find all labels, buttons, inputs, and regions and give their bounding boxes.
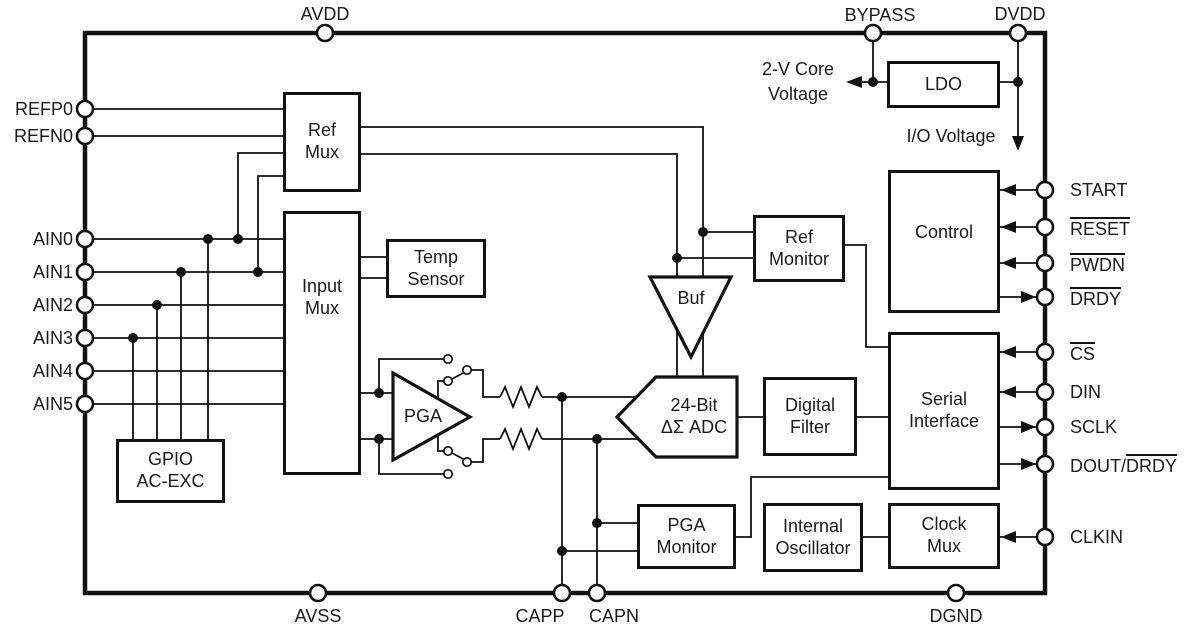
pin-label-drdy: DRDY xyxy=(1070,287,1122,309)
pin-refp0-terminal xyxy=(75,99,95,119)
pin-label-ain0: AIN0 xyxy=(32,229,73,249)
arrowheads xyxy=(846,76,1036,543)
pin-label-ain2: AIN2 xyxy=(32,295,73,315)
pin-label-bypass: BYPASS xyxy=(844,5,916,25)
block-ref-monitor: Ref Monitor xyxy=(753,215,845,282)
pin-label-dvdd: DVDD xyxy=(994,4,1046,24)
pin-label-ain5: AIN5 xyxy=(32,394,73,414)
pin-ain2-terminal xyxy=(75,295,95,315)
block-temp-sensor: Temp Sensor xyxy=(386,239,486,298)
pin-label-dout-drdy: DOUT/DRDY xyxy=(1070,454,1178,476)
block-control: Control xyxy=(888,170,1000,313)
pin-ain5-terminal xyxy=(75,394,95,414)
block-digital-filter: Digital Filter xyxy=(763,377,857,456)
dout-drdy-arrow xyxy=(1021,458,1036,470)
pin-ain0-terminal xyxy=(75,229,95,249)
start-arrow xyxy=(1001,184,1016,196)
adc-label: 24-Bit ΔΣ ADC xyxy=(660,395,728,437)
pin-label-avss: AVSS xyxy=(294,606,342,626)
pin-capp-terminal xyxy=(552,583,572,603)
block-internal-oscillator: Internal Oscillator xyxy=(763,503,863,572)
pin-label-start: START xyxy=(1070,180,1128,200)
io-voltage-annotation: I/O Voltage xyxy=(906,126,996,146)
pin-cs-terminal xyxy=(1035,342,1055,362)
pin-sclk-terminal xyxy=(1035,417,1055,437)
block-pga-monitor: PGA Monitor xyxy=(637,504,736,569)
pin-ain3-terminal xyxy=(75,328,95,348)
pga-triangle xyxy=(391,370,474,463)
pin-label-ain1: AIN1 xyxy=(32,262,73,282)
block-gpio-ac-exc: GPIO AC-EXC xyxy=(116,439,225,503)
pin-avss-terminal xyxy=(308,583,328,603)
pin-label-capp: CAPP xyxy=(515,606,565,626)
pin-dout-drdy-terminal xyxy=(1035,454,1055,474)
core-voltage-arrow xyxy=(846,76,862,88)
block-ref-mux: Ref Mux xyxy=(283,92,361,192)
drdy-arrow xyxy=(1021,291,1036,303)
adc-pentagon xyxy=(614,375,739,459)
block-ldo: LDO xyxy=(887,61,1000,108)
buf-label: Buf xyxy=(677,288,705,309)
sclk-arrow xyxy=(1021,421,1036,433)
resistor-bottom xyxy=(499,426,543,452)
din-arrow xyxy=(1001,386,1016,398)
pin-label-pwdn: PWDN xyxy=(1070,253,1125,275)
pin-din-terminal xyxy=(1035,382,1055,402)
pin-refn0-terminal xyxy=(75,126,95,146)
cs-arrow xyxy=(1001,346,1016,358)
buf-triangle xyxy=(647,275,734,361)
pin-dgnd-terminal xyxy=(946,583,966,603)
pin-label-dgnd: DGND xyxy=(929,606,983,626)
pin-capn-terminal xyxy=(587,583,607,603)
pin-reset-terminal xyxy=(1035,217,1055,237)
block-serial-interface: Serial Interface xyxy=(888,332,1000,490)
pwdn-arrow xyxy=(1001,257,1016,269)
pin-label-ain3: AIN3 xyxy=(32,328,73,348)
pin-label-ain4: AIN4 xyxy=(32,361,73,381)
clkin-arrow xyxy=(1001,531,1016,543)
pin-label-sclk: SCLK xyxy=(1070,417,1118,437)
pin-label-din: DIN xyxy=(1070,382,1101,402)
io-voltage-arrow xyxy=(1012,136,1024,151)
pin-ain4-terminal xyxy=(75,361,95,381)
reset-arrow xyxy=(1001,221,1016,233)
pin-label-refn0: REFN0 xyxy=(13,126,73,146)
pin-label-avdd: AVDD xyxy=(300,4,350,24)
core-voltage-annotation: 2-V Core Voltage xyxy=(761,59,835,104)
pin-label-refp0: REFP0 xyxy=(14,99,73,119)
pin-clkin-terminal xyxy=(1035,527,1055,547)
pin-avdd-terminal xyxy=(315,23,335,43)
block-input-mux: Input Mux xyxy=(283,211,361,475)
chopper-switches xyxy=(442,353,473,480)
pin-label-reset: RESET xyxy=(1070,217,1131,239)
pin-pwdn-terminal xyxy=(1035,253,1055,273)
pin-ain1-terminal xyxy=(75,262,95,282)
pin-drdy-terminal xyxy=(1035,287,1055,307)
pin-label-clkin: CLKIN xyxy=(1070,527,1124,547)
pga-label: PGA xyxy=(403,406,442,427)
pin-label-capn: CAPN xyxy=(588,606,639,626)
pin-label-cs: CS xyxy=(1070,342,1096,364)
block-clock-mux: Clock Mux xyxy=(888,503,1000,569)
pin-start-terminal xyxy=(1035,180,1055,200)
resistor-top xyxy=(499,384,543,410)
junction-dots xyxy=(128,77,1023,556)
pin-bypass-terminal xyxy=(863,23,883,43)
pin-dvdd-terminal xyxy=(1008,23,1028,43)
pin-terminals xyxy=(75,23,1055,603)
